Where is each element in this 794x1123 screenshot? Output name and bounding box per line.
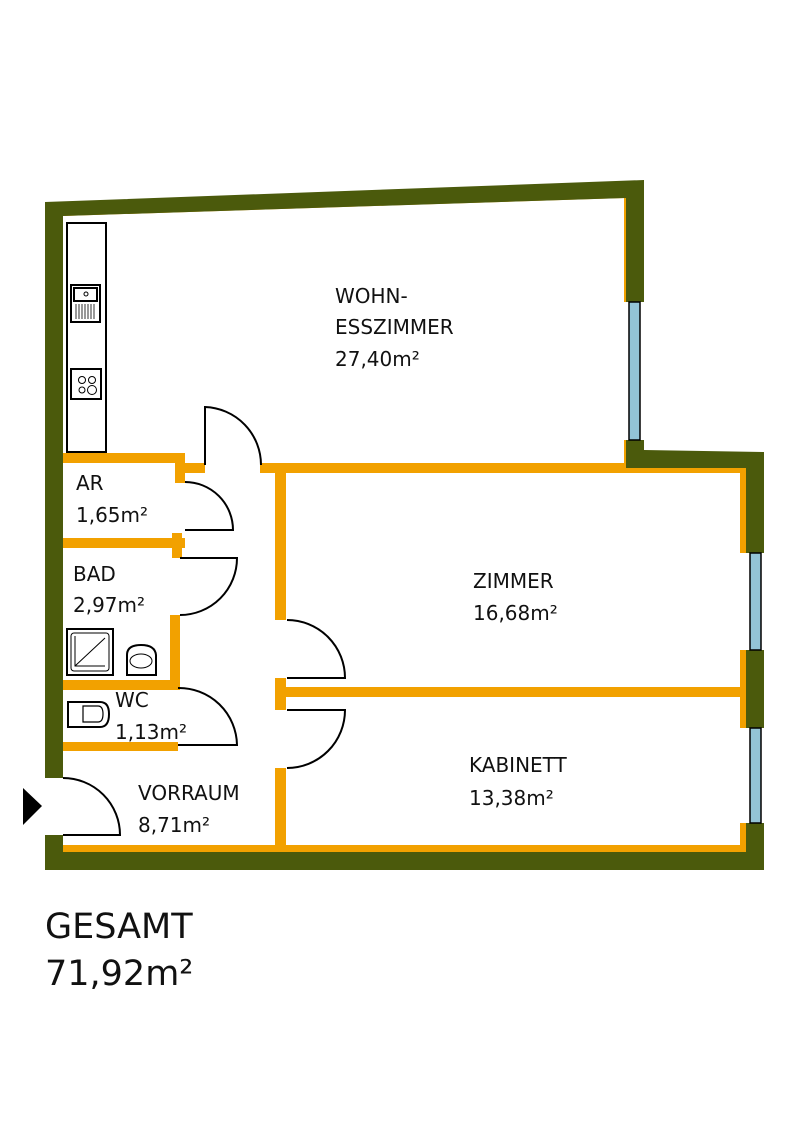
room-area: 8,71m²: [138, 813, 210, 837]
room-bad: BAD 2,97m²: [73, 562, 145, 617]
room-ar: AR 1,65m²: [76, 471, 148, 527]
door-wc[interactable]: [177, 686, 239, 746]
room-area: 16,68m²: [473, 601, 558, 625]
room-area: 2,97m²: [73, 593, 145, 617]
room-area: 1,65m²: [76, 503, 148, 527]
room-wc: WC 1,13m²: [115, 688, 187, 744]
total-label: GESAMT: [45, 907, 193, 947]
window: [749, 727, 762, 824]
door-bad[interactable]: [179, 557, 239, 616]
door-entrance[interactable]: [62, 777, 122, 836]
door-ar[interactable]: [184, 481, 235, 531]
window: [628, 301, 641, 441]
kitchen-counter: [66, 222, 107, 453]
room-name: ZIMMER: [473, 569, 554, 593]
fixtures: [66, 222, 157, 728]
room-name: WC: [115, 688, 149, 712]
room-name: ESSZIMMER: [335, 315, 454, 339]
room-zimmer: ZIMMER 16,68m²: [473, 569, 558, 625]
room-area: 27,40m²: [335, 347, 420, 371]
kitchen-sink-icon: [70, 284, 101, 323]
shower-icon: [66, 628, 114, 676]
windows: [628, 301, 762, 824]
room-wohn-esszimmer: WOHN- ESSZIMMER 27,40m²: [335, 284, 454, 371]
stove-icon: [70, 368, 102, 400]
total-area: GESAMT 71,92m²: [45, 907, 193, 994]
door-wohnzimmer[interactable]: [204, 405, 262, 466]
room-name: BAD: [73, 562, 116, 586]
room-name: AR: [76, 471, 104, 495]
outer-walls: [45, 180, 764, 870]
room-name: KABINETT: [469, 753, 568, 777]
room-kabinett: KABINETT 13,38m²: [469, 753, 568, 810]
washbasin-icon: [126, 643, 157, 676]
door-zimmer[interactable]: [286, 619, 347, 679]
room-area: 13,38m²: [469, 786, 554, 810]
door-kabinett[interactable]: [286, 709, 347, 769]
room-vorraum: VORRAUM 8,71m²: [138, 781, 240, 837]
room-labels: WOHN- ESSZIMMER 27,40m² AR 1,65m² BAD 2,…: [73, 284, 568, 837]
room-area: 1,13m²: [115, 720, 187, 744]
total-value: 71,92m²: [45, 954, 193, 994]
window: [749, 552, 762, 651]
toilet-icon: [67, 701, 111, 728]
entrance-arrow-icon: [23, 788, 42, 825]
room-name: VORRAUM: [138, 781, 240, 805]
inner-walls: [57, 190, 752, 858]
room-name: WOHN-: [335, 284, 408, 308]
doors: [23, 405, 347, 836]
